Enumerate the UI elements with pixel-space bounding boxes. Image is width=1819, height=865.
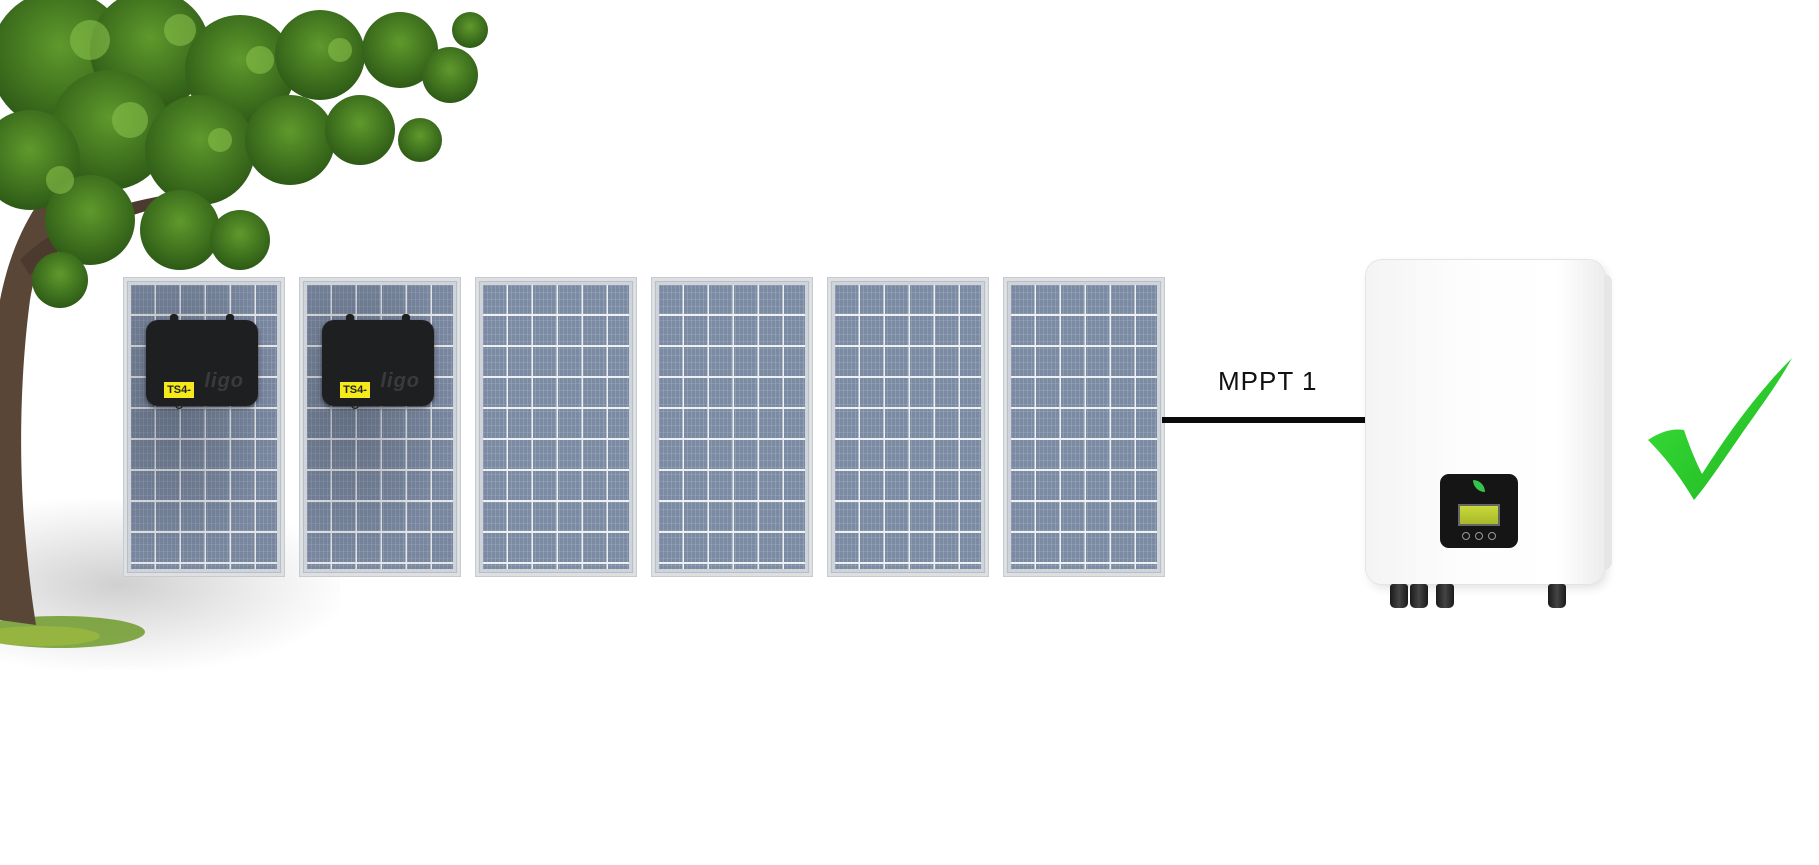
- inverter-connector: [1548, 584, 1566, 608]
- solar-panel-4: [652, 278, 812, 576]
- inverter-screen: [1458, 504, 1500, 526]
- tree-icon: [0, 0, 488, 648]
- solar-panel-5: [828, 278, 988, 576]
- inverter-connector: [1390, 584, 1408, 608]
- string-cable: [1162, 417, 1366, 423]
- inverter-display: [1440, 474, 1518, 548]
- inverter-connector: [1410, 584, 1428, 608]
- optimizer-brand: ligo: [204, 370, 244, 392]
- solar-panel-3: [476, 278, 636, 576]
- optimizer-tag: TS4-O: [340, 382, 370, 412]
- inverter-connector: [1436, 584, 1454, 608]
- optimizer-2: ligo TS4-O: [322, 314, 434, 412]
- optimizer-tag: TS4-O: [164, 382, 194, 412]
- optimizer-brand: ligo: [380, 370, 420, 392]
- optimizer-1: ligo TS4-O: [146, 314, 258, 412]
- leaf-icon: [1473, 480, 1485, 492]
- solar-panel-6: [1004, 278, 1164, 576]
- mppt-label: MPPT 1: [1218, 366, 1318, 396]
- inverter-side: [1604, 274, 1612, 570]
- inverter-button: [1462, 532, 1470, 540]
- inverter: [1366, 260, 1612, 584]
- inverter-button: [1488, 532, 1496, 540]
- inverter-button: [1475, 532, 1483, 540]
